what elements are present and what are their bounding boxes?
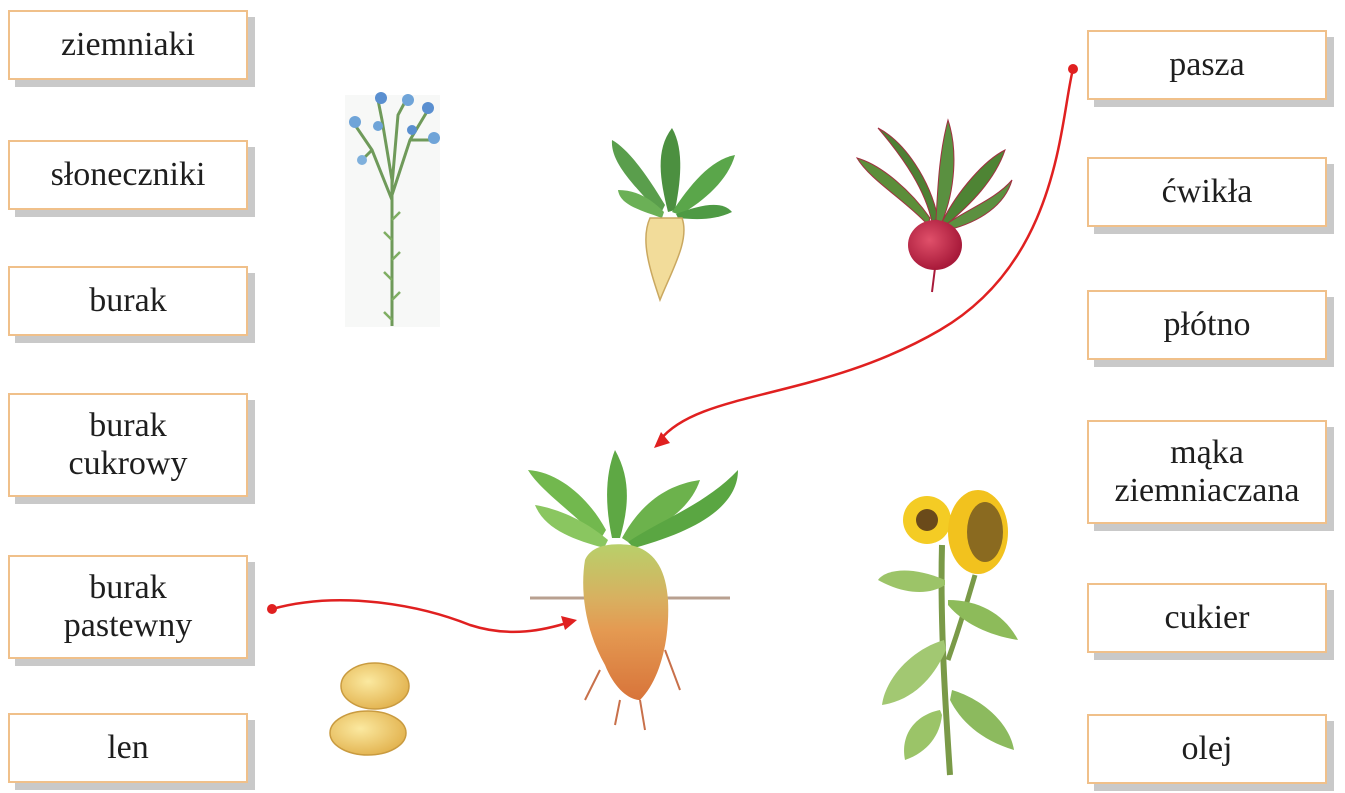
fodder-beet-plant[interactable]: [528, 450, 738, 730]
connection-pasza: [654, 64, 1078, 448]
sunflower-plant[interactable]: [878, 490, 1018, 775]
sunflower-head-small: [903, 496, 951, 544]
sunflower-head-large: [948, 490, 1008, 574]
potatoes[interactable]: [330, 663, 409, 755]
flax-plant[interactable]: [345, 92, 440, 327]
sugar-beet-plant[interactable]: [612, 128, 735, 300]
connection-burak-pastewny: [267, 600, 577, 632]
red-beet-plant[interactable]: [857, 120, 1012, 292]
